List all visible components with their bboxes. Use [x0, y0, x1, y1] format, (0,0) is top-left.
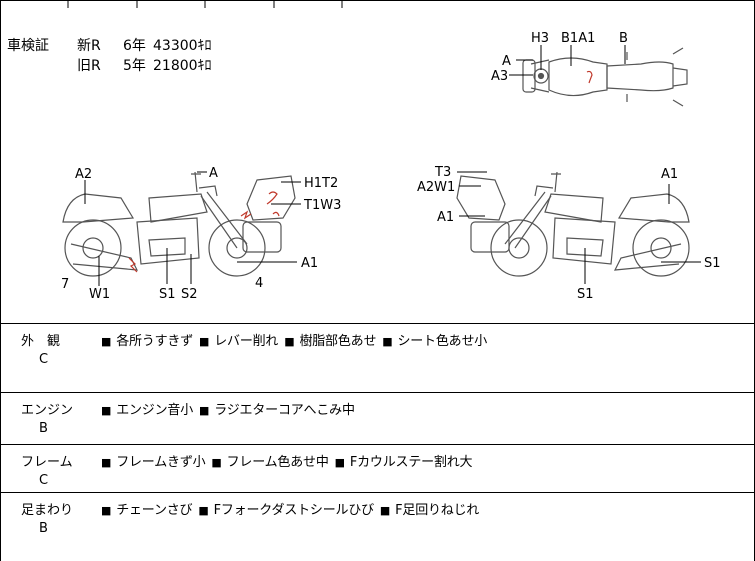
- condition-notes: ■ エンジン音小 ■ ラジエターコアへこみ中: [101, 399, 361, 418]
- callout-left-4: 4: [255, 276, 263, 291]
- bullet-square-icon: ■: [101, 504, 112, 517]
- note-item: Fカウルステー割れ大: [349, 455, 473, 470]
- callout-right-A1-front: A1: [437, 210, 454, 225]
- condition-row-suspension: 足まわり B ■ チェーンさび ■ Fフォークダストシールひび ■ F足回りねじれ: [0, 493, 755, 561]
- note-item: エンジン音小: [116, 403, 194, 418]
- callout-right-A1-rear: A1: [661, 167, 678, 182]
- bullet-square-icon: ■: [334, 456, 345, 469]
- callout-top-B1A1: B1A1: [561, 31, 595, 46]
- callout-left-T1W3: T1W3: [303, 198, 341, 213]
- note-item: フレーム色あせ中: [226, 455, 329, 470]
- bullet-square-icon: ■: [101, 456, 112, 469]
- callout-left-A2: A2: [75, 167, 92, 182]
- condition-name: エンジン: [21, 403, 74, 418]
- callout-right-T3: T3: [434, 165, 451, 180]
- note-item: 樹脂部色あせ: [299, 334, 377, 349]
- condition-row-frame: フレーム C ■ フレームきず小 ■ フレーム色あせ中 ■ Fカウルステー割れ大: [0, 445, 755, 493]
- bike-top-view: [522, 47, 688, 107]
- bullet-square-icon: ■: [211, 456, 222, 469]
- callout-left-A1: A1: [301, 256, 318, 271]
- note-item: Fフォークダストシールひび: [213, 503, 375, 518]
- note-item: シート色あせ小: [397, 334, 488, 349]
- bullet-square-icon: ■: [101, 335, 112, 348]
- condition-grade: C: [39, 473, 49, 488]
- note-item: フレームきず小: [116, 455, 206, 470]
- left-view-leaders: [84, 171, 301, 286]
- bullet-square-icon: ■: [284, 335, 295, 348]
- note-item: レバー削れ: [214, 334, 279, 349]
- callout-left-7: 7: [61, 277, 69, 292]
- condition-name: フレーム: [21, 455, 73, 470]
- inspection-label: 車検証: [7, 38, 49, 54]
- top-table-strip: [0, 0, 755, 8]
- bullet-square-icon: ■: [199, 335, 210, 348]
- callout-left-S1: S1: [159, 287, 176, 302]
- condition-notes: ■ チェーンさび ■ Fフォークダストシールひび ■ F足回りねじれ: [101, 499, 485, 518]
- callout-top-B: B: [619, 31, 628, 46]
- callout-top-A: A: [502, 54, 511, 69]
- condition-row-engine: エンジン B ■ エンジン音小 ■ ラジエターコアへこみ中: [0, 393, 755, 445]
- callout-right-S1-rear: S1: [704, 256, 721, 271]
- condition-grade: C: [39, 352, 49, 367]
- bike-right-view: [456, 171, 690, 277]
- bullet-square-icon: ■: [199, 404, 210, 417]
- note-item: 各所うすきず: [116, 334, 194, 349]
- callout-left-A: A: [209, 166, 218, 181]
- right-view-leaders: [457, 171, 701, 284]
- condition-name: 足まわり: [21, 503, 74, 518]
- top-view-leaders: [509, 45, 626, 76]
- condition-grade: B: [39, 421, 48, 436]
- callout-left-S2: S2: [181, 287, 198, 302]
- note-item: F足回りねじれ: [395, 503, 480, 518]
- condition-grade: B: [39, 521, 48, 536]
- condition-name: 外 観: [21, 334, 61, 349]
- callout-left-H1T2: H1T2: [304, 176, 338, 191]
- note-item: ラジエターコアへこみ中: [214, 403, 355, 418]
- condition-row-exterior: 外 観 C ■ 各所うすきず ■ レバー削れ ■ 樹脂部色あせ ■ シート色あせ小: [0, 324, 755, 393]
- bullet-square-icon: ■: [101, 404, 112, 417]
- bullet-square-icon: ■: [198, 504, 209, 517]
- bullet-square-icon: ■: [379, 504, 391, 517]
- callout-top-H3: H3: [531, 31, 549, 46]
- note-item: チェーンさび: [116, 503, 193, 518]
- bike-left-view: [62, 171, 296, 277]
- callout-top-A3: A3: [491, 69, 508, 84]
- callout-right-A2W1: A2W1: [417, 180, 455, 195]
- motorcycle-diagrams: A A3 H3 B1A1 B: [61, 31, 721, 302]
- callout-left-W1: W1: [89, 287, 110, 302]
- condition-notes: ■ 各所うすきず ■ レバー削れ ■ 樹脂部色あせ ■ シート色あせ小: [101, 330, 493, 349]
- bullet-square-icon: ■: [382, 335, 393, 348]
- condition-notes: ■ フレームきず小 ■ フレーム色あせ中 ■ Fカウルステー割れ大: [101, 451, 478, 470]
- callout-right-S1: S1: [577, 287, 594, 302]
